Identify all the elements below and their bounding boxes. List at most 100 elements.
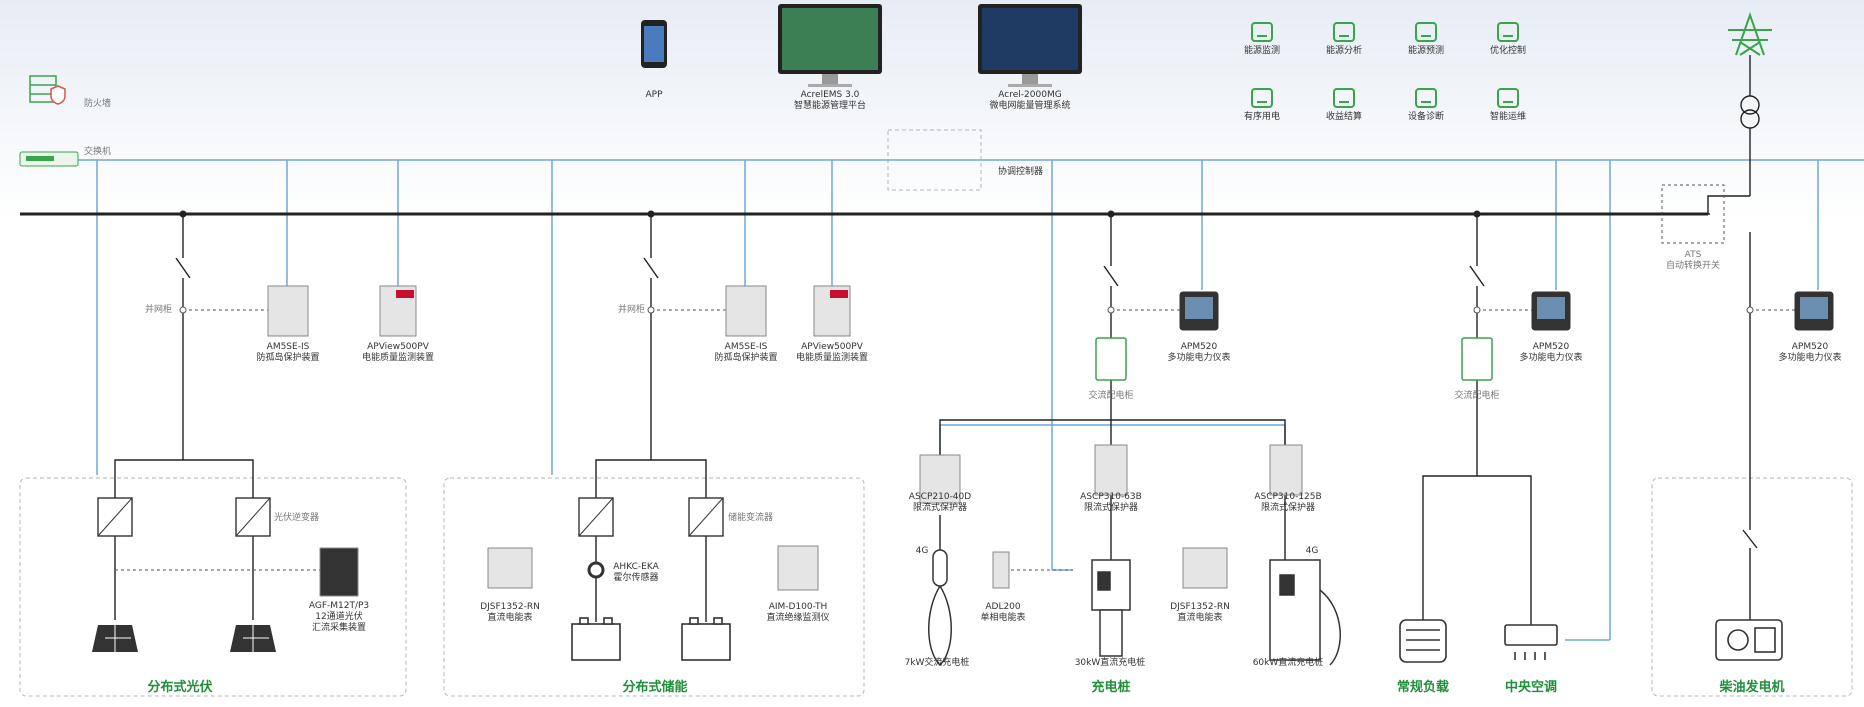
dc-charger-30kw [1091,559,1131,657]
app-label: APP [645,90,663,100]
app-phone-icon [641,20,667,68]
storage-djsf-model: DJSF1352-RN [480,602,540,612]
pv-group-title: 分布式光伏 [147,680,213,695]
maintenance-icon [1497,88,1519,108]
4g-label-b: 4G [1305,546,1319,556]
ascp310-125 [1269,444,1303,496]
microgrid-monitor-icon [978,4,1082,87]
diagnosis-icon [1415,88,1437,108]
pv-apview-desc: 电能质量监测装置 [361,353,435,363]
diesel-group-box [1651,477,1853,697]
apm-grid-desc: 多功能电力仪表 [1778,353,1842,363]
feature-energy-monitor: 能源监测 [1232,22,1292,57]
switch-icon [19,151,79,167]
storage-djsf-desc: 直流电能表 [487,613,533,623]
pile-60kw-label: 60kW直流充电桩 [1252,658,1324,668]
agf-model: AGF-M12T/P3 [308,601,370,611]
apm-loads-desc: 多功能电力仪表 [1519,353,1583,363]
storage-group-box [443,477,865,697]
ascp210 [919,454,961,504]
agf-desc-2: 汇流采集装置 [311,623,367,633]
ac-cabinet-charging-label: 交流配电柜 [1088,391,1134,401]
feature-energy-analysis: 能源分析 [1314,22,1374,57]
4g-label-a: 4G [915,546,929,556]
feature-optimize-control: 优化控制 [1478,22,1538,57]
ac-cabinet-loads-label: 交流配电柜 [1454,391,1500,401]
microgrid-label-1: Acrel-2000MG [998,90,1062,100]
switch-label: 交换机 [84,147,112,157]
djsf-charging [1182,547,1228,589]
djsf-storage [487,547,533,589]
coordinator-label: 协调控制器 [998,167,1044,177]
dc-charger-60kw [1269,559,1341,666]
ac-cabinet-loads [1461,337,1493,381]
apm-charging-model: APM520 [1180,342,1218,352]
firewall-icon [29,75,66,105]
ats-label-2: 自动转换开关 [1665,261,1721,271]
ems-monitor-icon [778,4,882,87]
aim-desc: 直流绝缘监测仪 [766,613,830,623]
pv-apview-model: APView500PV [367,342,429,352]
transformer [1740,95,1760,129]
header-background [0,0,1864,220]
am5se-storage [725,285,767,337]
charging-djsf-model: DJSF1352-RN [1170,602,1230,612]
ems-label-2: 智慧能源管理平台 [793,101,867,111]
pcs-label: 储能变流器 [728,513,774,523]
charging-group-title: 充电桩 [1091,680,1131,695]
feature-settlement: 收益结算 [1314,88,1374,123]
adl-desc: 单相电能表 [980,613,1026,623]
am5se-pv [267,285,309,337]
pv-am5se-desc: 防孤岛保护装置 [256,353,320,363]
normal-load-title: 常规负载 [1396,680,1450,695]
forecast-icon [1415,22,1437,42]
storage-group-title: 分布式储能 [622,680,688,695]
pv-grid-cabinet-label: 并网柜 [145,305,173,315]
apm-grid-model: APM520 [1791,342,1829,352]
pile-7kw-label: 7kW交流充电桩 [904,658,970,668]
ascp310-125-desc: 限流式保护器 [1260,503,1316,513]
air-conditioner-icon [1504,624,1558,660]
money-bag-icon [1333,88,1355,108]
ascp310-63-desc: 限流式保护器 [1083,503,1139,513]
agf-device [319,547,359,597]
pv-am5se-model: AM5SE-IS [266,342,310,352]
apm-charging-desc: 多功能电力仪表 [1167,353,1231,363]
ahkc-model: AHKC-EKA [613,562,659,572]
storage-grid-cabinet-label: 并网柜 [618,305,646,315]
monitor-icon [1251,22,1273,42]
ascp310-63 [1094,444,1128,496]
central-ac-title: 中央空调 [1504,680,1558,695]
feature-orderly-power: 有序用电 [1232,88,1292,123]
ats-label-1: ATS [1684,250,1702,260]
analysis-icon [1333,22,1355,42]
aim-model: AIM-D100-TH [768,602,828,612]
ascp210-desc: 限流式保护器 [912,503,968,513]
ahkc-desc: 霍尔传感器 [613,573,659,583]
aim-d100 [777,545,819,591]
battery-1 [571,623,621,661]
ems-label-1: AcrelEMS 3.0 [800,90,860,100]
adl200 [992,551,1010,589]
apm-loads-model: APM520 [1532,342,1570,352]
feature-diagnosis: 设备诊断 [1396,88,1456,123]
tower-icon [1728,11,1772,56]
microgrid-label-2: 微电网能量管理系统 [989,101,1071,111]
power-icon [1251,88,1273,108]
storage-am5se-desc: 防孤岛保护装置 [714,353,778,363]
adl-model: ADL200 [985,602,1021,612]
feature-energy-forecast: 能源预测 [1396,22,1456,57]
storage-apview-desc: 电能质量监测装置 [795,353,869,363]
hall-sensor [587,561,605,579]
firewall-label: 防火墙 [84,99,112,109]
pv-group-box [19,477,407,697]
pile-30kw-label: 30kW直流充电桩 [1074,658,1146,668]
motor-icon [1399,619,1447,663]
ac-charger-7kw [928,549,952,667]
storage-am5se-model: AM5SE-IS [724,342,768,352]
ascp310-63-model: ASCP310-63B [1080,492,1142,502]
charging-djsf-desc: 直流电能表 [1177,613,1223,623]
control-icon [1497,22,1519,42]
